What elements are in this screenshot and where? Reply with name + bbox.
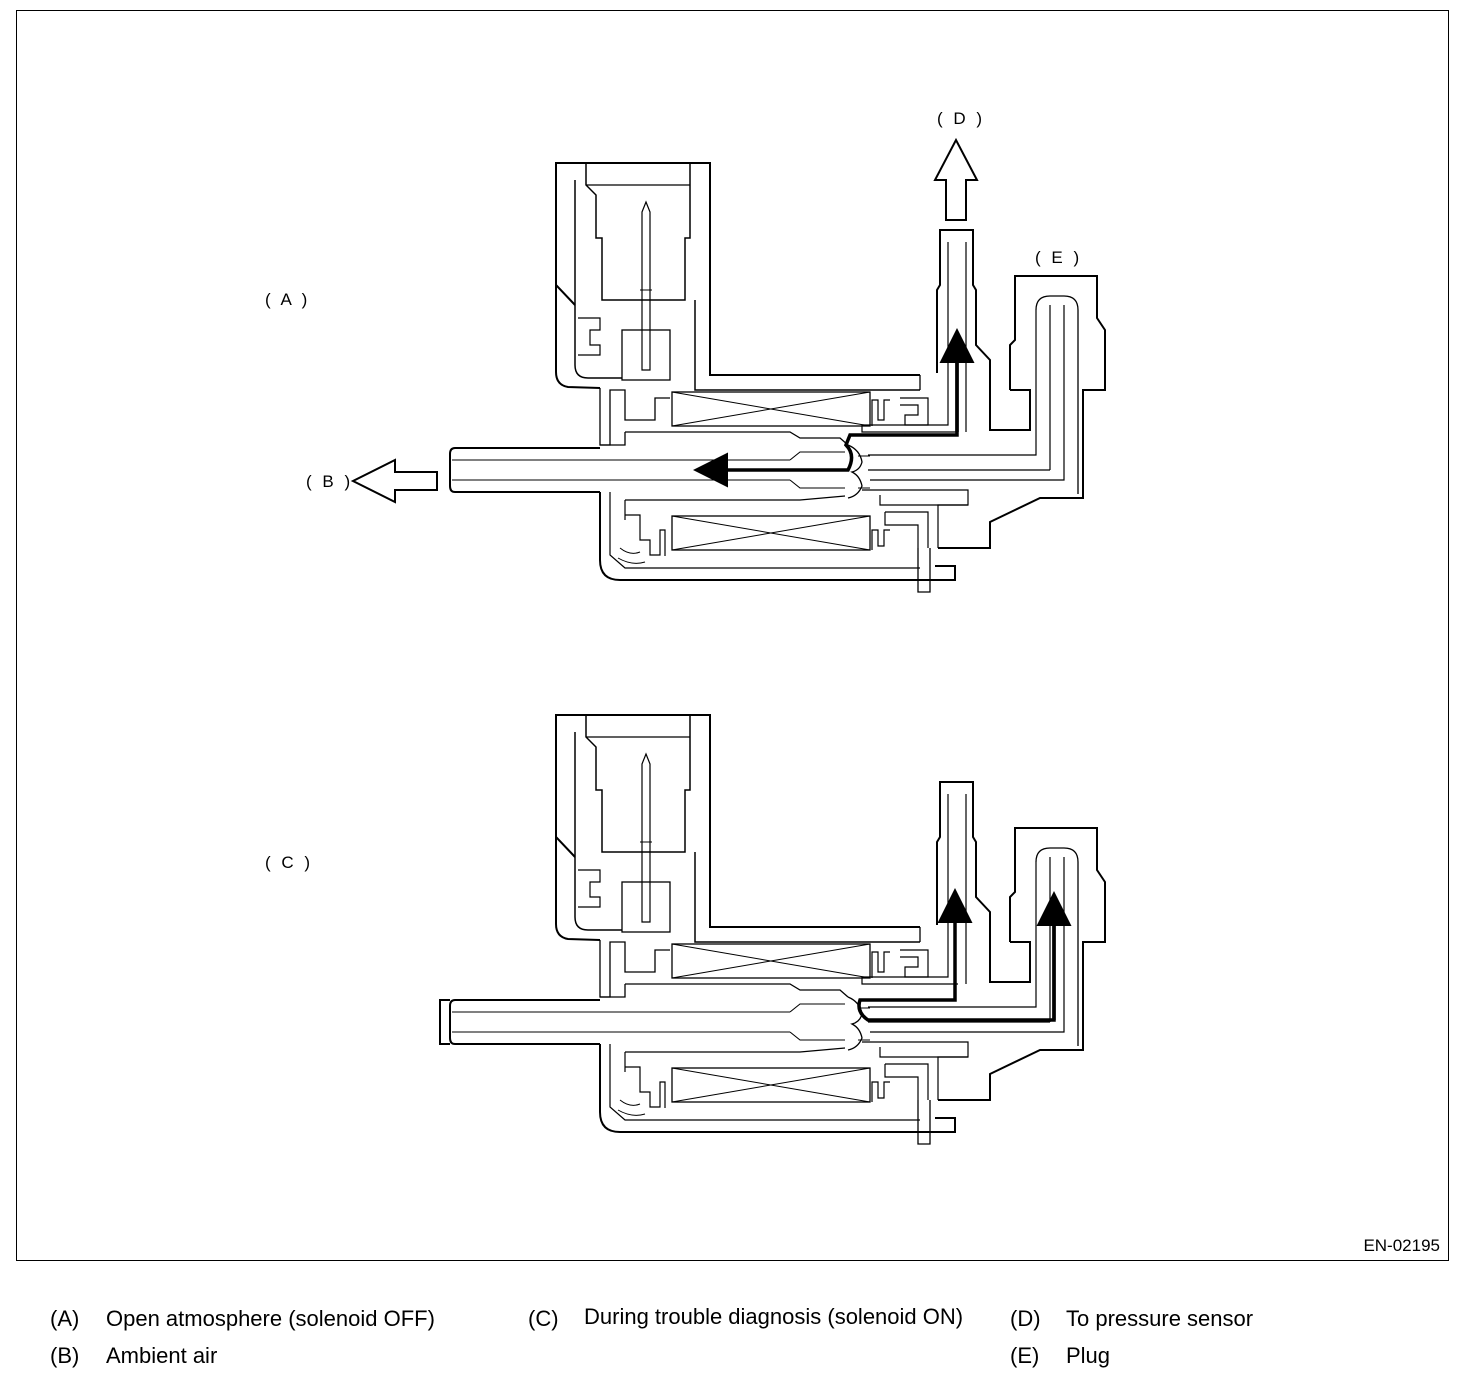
legend-item-c: (C) During trouble diagnosis (solenoid ON…: [528, 1300, 964, 1337]
label-a: ( A ): [265, 290, 310, 309]
legend-text: To pressure sensor: [1066, 1306, 1254, 1331]
legend-key: (B): [50, 1343, 80, 1368]
label-c: ( C ): [265, 853, 313, 872]
legend-item-d: (D) To pressure sensor: [1010, 1300, 1253, 1337]
arrow-d-icon: [933, 137, 979, 221]
flow-path-diagnosis: [857, 888, 1056, 1022]
label-d: ( D ): [937, 109, 985, 128]
valve-lower: [449, 714, 1106, 1145]
figure-id: EN-02195: [1363, 1236, 1440, 1255]
legend-key: (C): [528, 1306, 559, 1331]
legend-key: (E): [1010, 1343, 1040, 1368]
legend-text: Open atmosphere (solenoid OFF): [106, 1306, 435, 1331]
legend-key: (D): [1010, 1306, 1041, 1331]
legend-item-e: (E) Plug: [1010, 1337, 1110, 1374]
label-e: ( E ): [1035, 248, 1082, 267]
valve-upper: [449, 162, 1106, 593]
legend-item-b: (B) Ambient air: [50, 1337, 217, 1374]
legend-text: Ambient air: [106, 1343, 218, 1368]
legend-item-a: (A) Open atmosphere (solenoid OFF): [50, 1300, 435, 1337]
valve-cutaway-diagram: ( A ) ( B ) ( C ) ( D ) ( E ): [265, 109, 1106, 1145]
label-b: ( B ): [306, 472, 353, 491]
legend-text: During trouble diagnosis (solenoid ON): [584, 1304, 964, 1329]
diagram-frame: EN-02195: [16, 10, 1449, 1261]
legend-key: (A): [50, 1306, 80, 1331]
arrow-b-icon: [350, 458, 438, 504]
flow-path-open-atmosphere: [693, 335, 959, 488]
legend-text: Plug: [1066, 1343, 1111, 1368]
